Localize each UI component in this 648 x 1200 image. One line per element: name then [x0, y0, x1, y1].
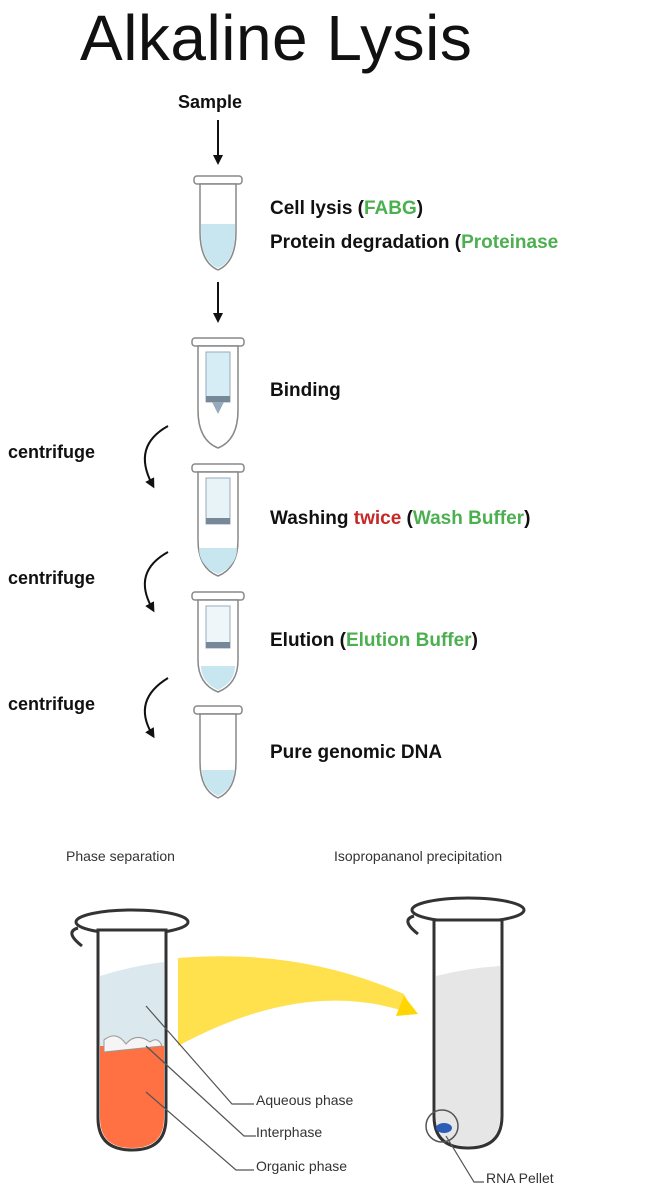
step-elution: Elution (Elution Buffer) — [270, 630, 478, 651]
transfer-arrow-band — [178, 956, 414, 1046]
step-washing: Washing twice (Wash Buffer) — [270, 508, 531, 529]
tube-pure-dna-icon — [193, 705, 243, 799]
sample-label: Sample — [178, 92, 243, 112]
step-pure-dna: Pure genomic DNA — [270, 742, 443, 763]
rna-pellet-label: RNA Pellet — [486, 1170, 554, 1186]
precipitation-caption: Isopropananol precipitation — [334, 848, 503, 864]
step-binding: Binding — [270, 380, 341, 401]
centrifuge-arrow-3 — [143, 677, 169, 739]
aqueous-phase-label: Aqueous phase — [256, 1092, 354, 1108]
leader-organic — [145, 1091, 254, 1171]
centrifuge-arrow-1 — [143, 425, 169, 489]
centrifuge-label-2: centrifuge — [8, 568, 96, 588]
step-cell-lysis: Cell lysis (FABG) — [270, 198, 424, 219]
phase-separation-tube-icon — [70, 908, 190, 1152]
tube-elution-icon — [191, 591, 245, 693]
organic-phase-label: Organic phase — [256, 1158, 348, 1174]
centrifuge-label-3: centrifuge — [8, 694, 96, 714]
step-protein-degradation: Protein degradation (Proteinase — [270, 232, 559, 253]
precipitation-tube-icon — [406, 896, 526, 1150]
tube-lysis-icon — [193, 175, 243, 271]
page-title: Alkaline Lysis — [80, 2, 473, 74]
interphase-label: Interphase — [256, 1124, 323, 1140]
tube-binding-icon — [191, 337, 245, 449]
leader-aqueous — [145, 1005, 254, 1105]
centrifuge-label-1: centrifuge — [8, 442, 96, 462]
leader-interphase — [145, 1045, 256, 1137]
phase-separation-caption: Phase separation — [66, 848, 175, 864]
tube-washing-icon — [191, 463, 245, 577]
centrifuge-arrow-2 — [143, 551, 169, 613]
leader-pellet — [445, 1135, 484, 1183]
